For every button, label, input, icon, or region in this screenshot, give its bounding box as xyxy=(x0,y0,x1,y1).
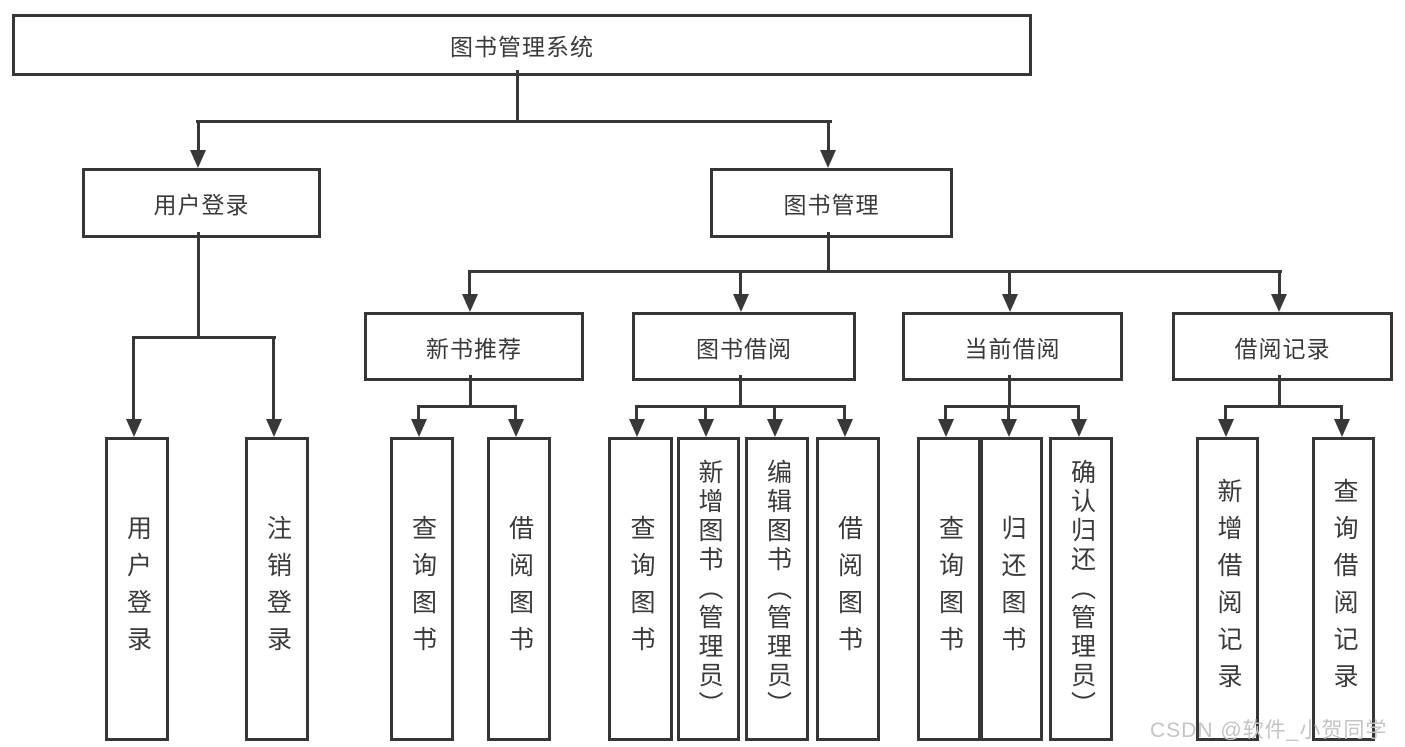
node-borrowing-records: 借阅记录 xyxy=(1172,312,1393,381)
leaf-query-books-borrow: 查询图书 xyxy=(608,437,673,741)
connector-line xyxy=(468,270,1282,273)
arrow-down-icon xyxy=(1334,419,1350,437)
arrow-down-icon xyxy=(126,419,142,437)
leaf-borrow-books-recommend-label: 借阅图书 xyxy=(505,515,534,663)
connector-line xyxy=(739,270,742,296)
arrow-down-icon xyxy=(1002,294,1018,312)
node-book-management-label: 图书管理 xyxy=(783,192,880,218)
arrow-down-icon xyxy=(1001,419,1017,437)
arrow-down-icon xyxy=(938,419,954,437)
arrow-down-icon xyxy=(411,419,427,437)
leaf-edit-book-admin-label: 编辑图书（管理员） xyxy=(763,458,792,720)
leaf-borrow-books-recommend: 借阅图书 xyxy=(487,437,551,741)
leaf-query-books-recommend: 查询图书 xyxy=(390,437,454,741)
node-book-borrowing-label: 图书借阅 xyxy=(696,335,792,362)
connector-line xyxy=(739,375,742,408)
leaf-add-borrow-record-label: 新增借阅记录 xyxy=(1214,478,1242,700)
connector-line xyxy=(944,405,947,419)
arrow-down-icon xyxy=(820,150,836,168)
leaf-return-book-label: 归还图书 xyxy=(998,515,1026,663)
connector-line xyxy=(827,120,830,150)
arrow-down-icon xyxy=(767,419,783,437)
arrow-down-icon xyxy=(733,294,749,312)
connector-line xyxy=(1340,405,1343,419)
leaf-confirm-return-admin-label: 确认归还（管理员） xyxy=(1067,458,1096,720)
node-borrowing-records-label: 借阅记录 xyxy=(1234,335,1331,362)
connector-line xyxy=(468,270,471,296)
leaf-query-borrow-record-label: 查询借阅记录 xyxy=(1330,478,1358,700)
connector-line xyxy=(514,405,517,419)
connector-line xyxy=(417,405,517,408)
connector-line xyxy=(1278,375,1281,408)
node-book-borrowing: 图书借阅 xyxy=(632,312,856,381)
leaf-edit-book-admin: 编辑图书（管理员） xyxy=(745,437,809,741)
arrow-down-icon xyxy=(698,419,714,437)
node-book-system-root-label: 图书管理系统 xyxy=(450,34,594,60)
connector-line xyxy=(272,336,275,419)
node-new-book-recommend: 新书推荐 xyxy=(364,312,584,381)
watermark: CSDN @软件_小贺同学 xyxy=(1150,719,1388,742)
connector-line xyxy=(132,336,276,339)
connector-line xyxy=(469,375,472,408)
leaf-query-books-current-label: 查询图书 xyxy=(935,515,964,663)
arrow-down-icon xyxy=(837,419,853,437)
connector-line xyxy=(1077,405,1080,419)
node-current-borrowing-label: 当前借阅 xyxy=(964,335,1061,362)
connector-line xyxy=(196,120,832,123)
arrow-down-icon xyxy=(190,150,206,168)
arrow-down-icon xyxy=(1218,419,1234,437)
connector-line xyxy=(635,405,846,408)
leaf-add-book-admin-label: 新增图书（管理员） xyxy=(695,458,723,720)
connector-line xyxy=(197,120,200,150)
node-current-borrowing: 当前借阅 xyxy=(902,312,1123,381)
node-user-login-label: 用户登录 xyxy=(153,192,250,218)
leaf-return-book: 归还图书 xyxy=(980,437,1043,741)
connector-line xyxy=(1224,405,1343,408)
connector-line xyxy=(704,405,707,419)
connector-line xyxy=(132,336,135,419)
connector-line xyxy=(1008,270,1011,296)
connector-line xyxy=(417,405,420,419)
arrow-down-icon xyxy=(1271,294,1287,312)
connector-line xyxy=(197,232,200,339)
connector-line xyxy=(516,70,519,122)
connector-line xyxy=(773,405,776,419)
connector-line xyxy=(1007,405,1010,419)
arrow-down-icon xyxy=(266,419,282,437)
leaf-query-books-current: 查询图书 xyxy=(917,437,981,741)
leaf-confirm-return-admin: 确认归还（管理员） xyxy=(1049,437,1113,741)
node-user-login: 用户登录 xyxy=(82,168,321,238)
arrow-down-icon xyxy=(462,294,478,312)
leaf-borrow-book: 借阅图书 xyxy=(816,437,880,741)
connector-line xyxy=(1224,405,1227,419)
arrow-down-icon xyxy=(508,419,524,437)
leaf-borrow-book-label: 借阅图书 xyxy=(834,515,863,663)
node-new-book-recommend-label: 新书推荐 xyxy=(426,335,522,362)
node-book-management: 图书管理 xyxy=(710,168,953,238)
connector-line xyxy=(635,405,638,419)
leaf-query-books-recommend-label: 查询图书 xyxy=(408,515,437,663)
leaf-add-borrow-record: 新增借阅记录 xyxy=(1196,437,1259,741)
arrow-down-icon xyxy=(629,419,645,437)
connector-line xyxy=(843,405,846,419)
connector-line xyxy=(944,405,1080,408)
connector-line xyxy=(827,232,830,273)
node-book-system-root: 图书管理系统 xyxy=(12,14,1032,76)
leaf-logout-label: 注销登录 xyxy=(263,515,292,663)
leaf-user-login-label: 用户登录 xyxy=(123,515,152,663)
arrow-down-icon xyxy=(1071,419,1087,437)
leaf-query-books-borrow-label: 查询图书 xyxy=(627,515,655,663)
connector-line xyxy=(1008,375,1011,408)
leaf-add-book-admin: 新增图书（管理员） xyxy=(677,437,740,741)
leaf-query-borrow-record: 查询借阅记录 xyxy=(1312,437,1375,741)
leaf-user-login: 用户登录 xyxy=(105,437,169,741)
leaf-logout: 注销登录 xyxy=(245,437,309,741)
connector-line xyxy=(1278,270,1281,296)
